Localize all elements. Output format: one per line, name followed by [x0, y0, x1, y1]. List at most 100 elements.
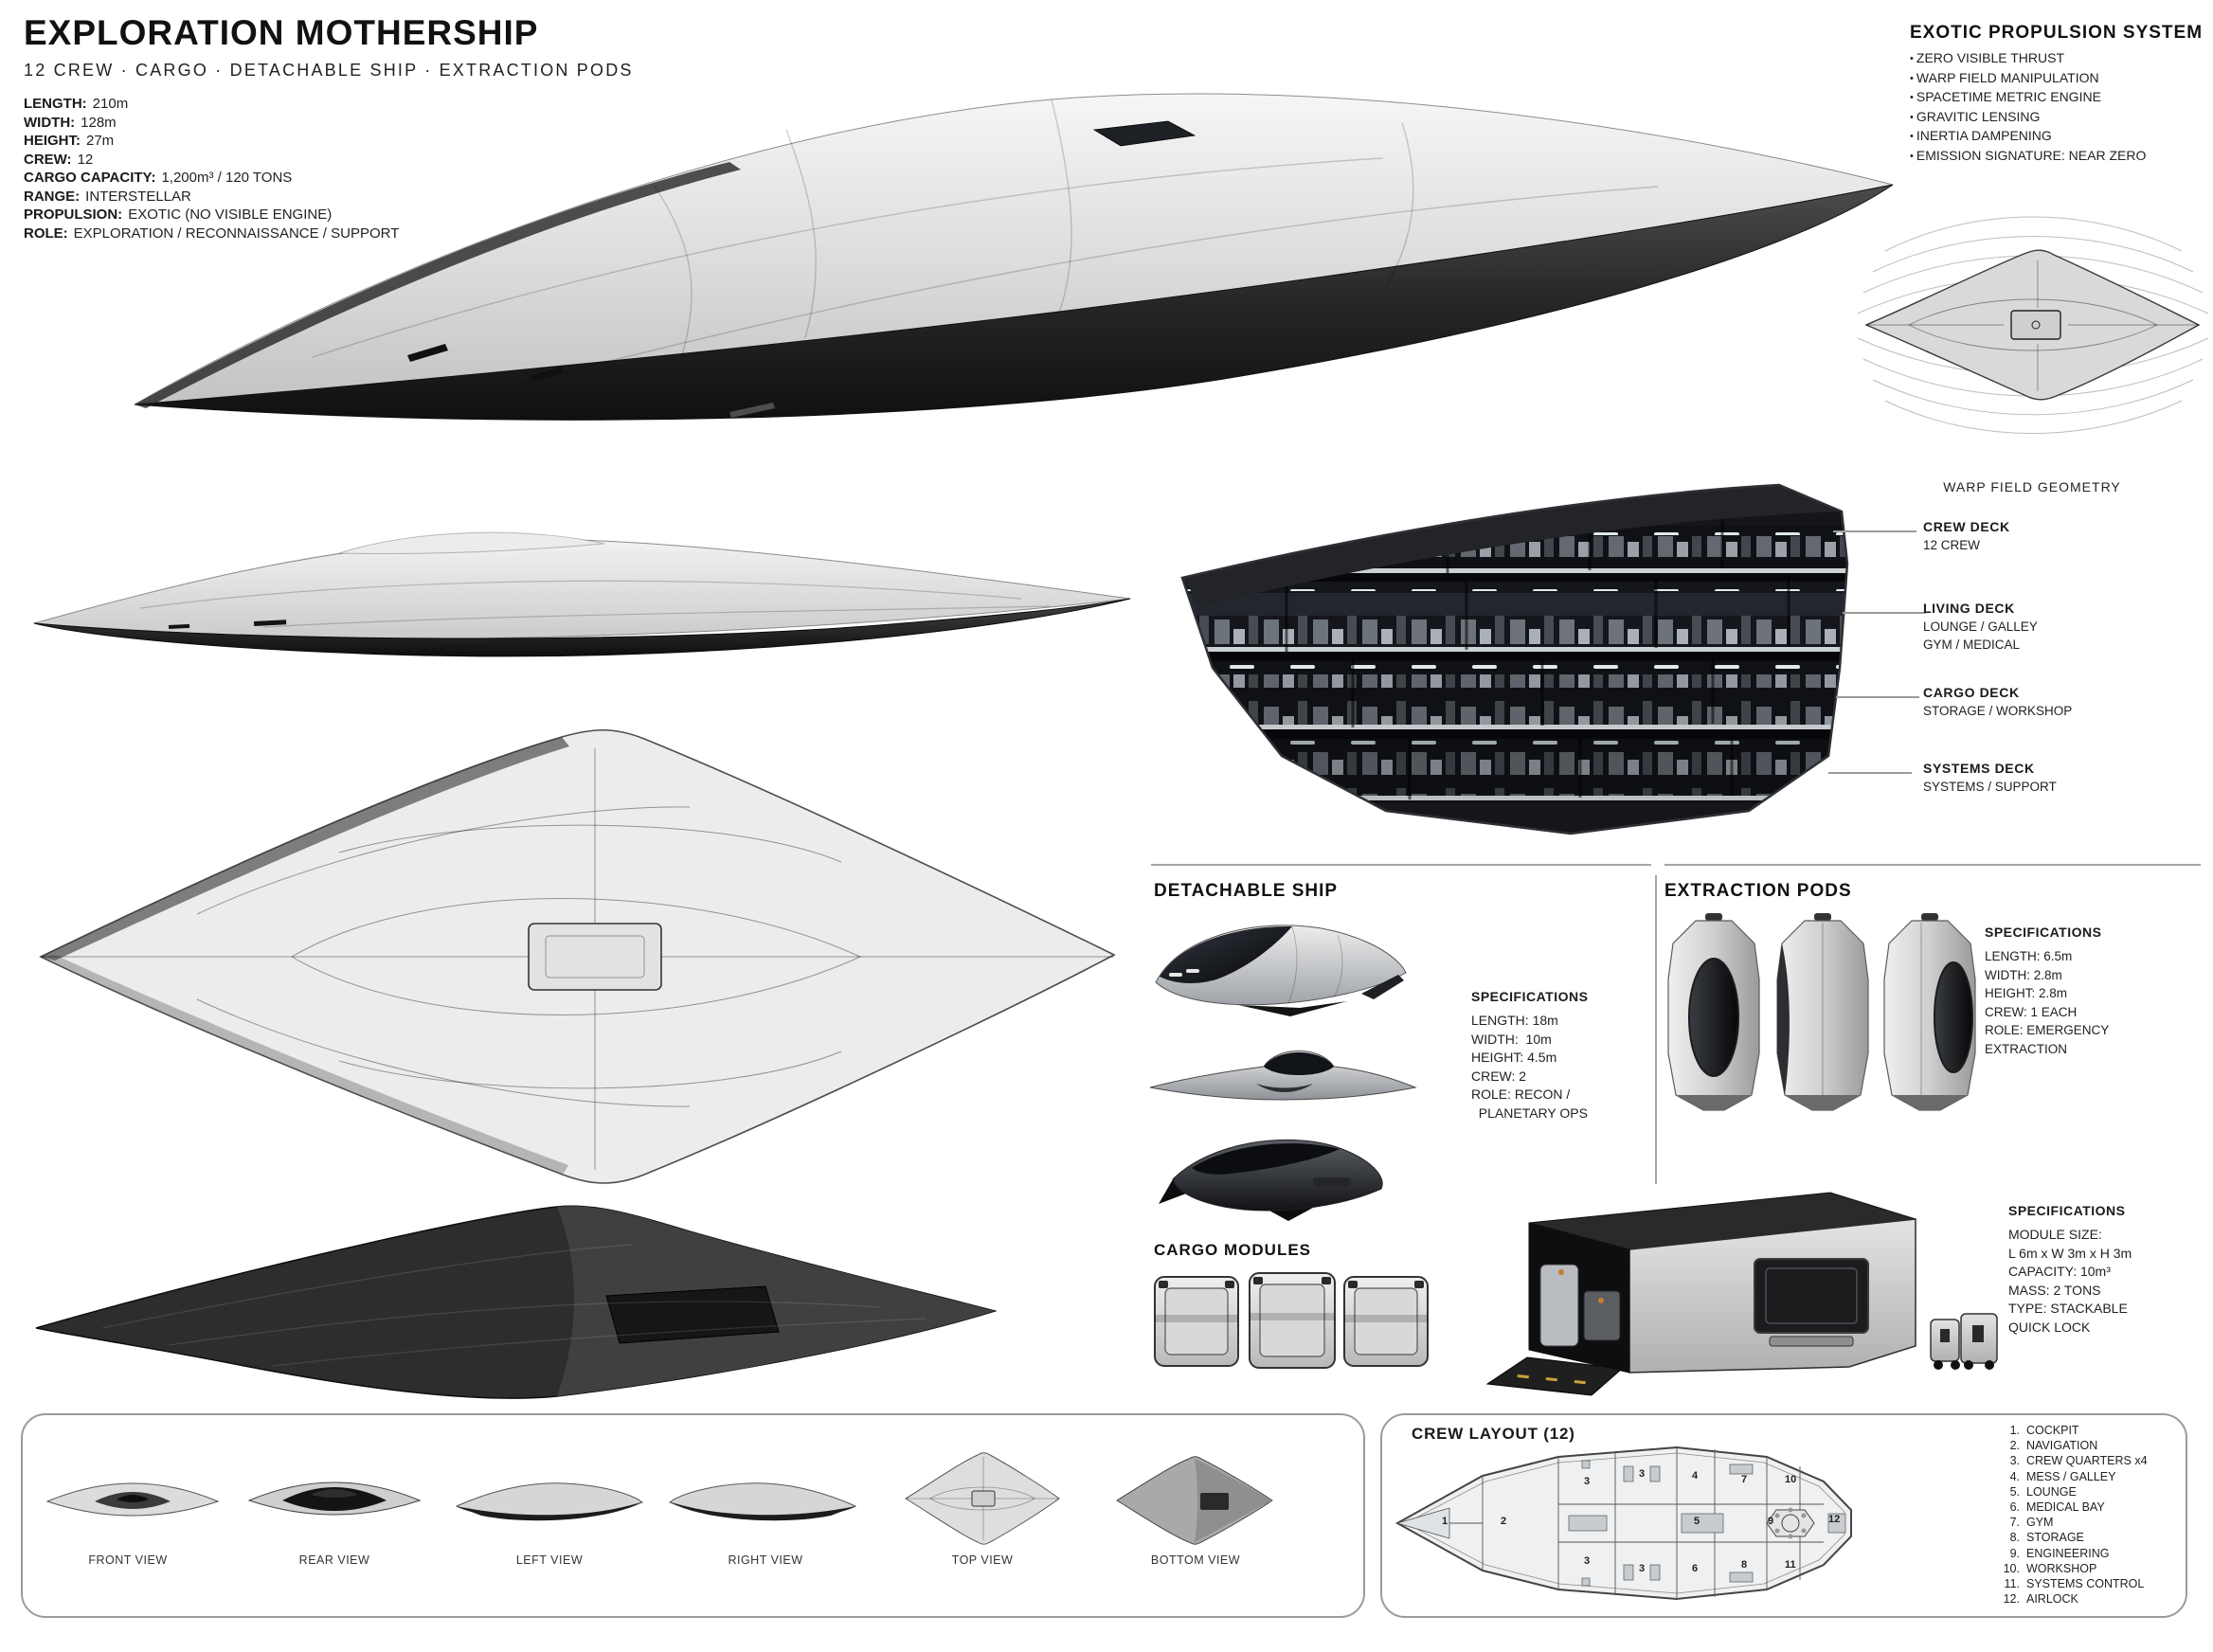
extraction-specs-title: SPECIFICATIONS — [1985, 925, 2102, 940]
crew-item-number: 7. — [2009, 1516, 2020, 1530]
divider-horizontal-right — [1664, 864, 2201, 866]
spec-line: ROLE: EMERGENCY — [1985, 1023, 2110, 1038]
spec-row: RANGE:INTERSTELLAR — [24, 188, 399, 206]
spec-line: CAPACITY: 10m³ — [2008, 1264, 2111, 1279]
leader-line-crew-deck — [1833, 530, 1916, 532]
crew-item-number: 1. — [2009, 1424, 2020, 1437]
bottom-view-label: BOTTOM VIEW — [1150, 1553, 1241, 1567]
spec-line: WIDTH: 10m — [1471, 1031, 1552, 1047]
spec-line: WIDTH: 2.8m — [1985, 967, 2062, 982]
floorplan-room-number: 4 — [1692, 1470, 1699, 1481]
spec-value: 12 — [77, 151, 94, 168]
warp-field-caption: WARP FIELD GEOMETRY — [1943, 479, 2121, 494]
mothership-perspective-illustration — [123, 71, 1904, 455]
floorplan-room-number: 3 — [1584, 1476, 1591, 1487]
crew-item-number: 3. — [2009, 1454, 2020, 1468]
extraction-pods-illustration — [1667, 911, 1985, 1122]
spec-row: HEIGHT: 27m — [24, 132, 399, 151]
spec-line: L 6m x W 3m x H 3m — [2008, 1245, 2132, 1261]
spec-label: RANGE: — [24, 188, 81, 205]
page-title: EXPLORATION MOTHERSHIP — [24, 13, 539, 52]
crew-layout-item: 10. WORKSHOP — [1995, 1561, 2148, 1576]
detachable-ship-rear-quarter-illustration — [1154, 1122, 1395, 1222]
floorplan-room-number: 1 — [1442, 1516, 1448, 1527]
spec-line: LENGTH: 6.5m — [1985, 949, 2073, 963]
crew-item-number: 5. — [2009, 1484, 2020, 1499]
front-view-thumb — [43, 1471, 223, 1530]
left-view-thumb — [453, 1478, 647, 1527]
deck-label-block: CARGO DECK STORAGE / WORKSHOP — [1923, 683, 2207, 720]
right-view-thumb — [665, 1478, 859, 1527]
rear-view-thumb — [244, 1468, 424, 1529]
left-view-label: LEFT VIEW — [515, 1553, 584, 1567]
floorplan-room-number: 9 — [1768, 1516, 1774, 1527]
mothership-side-view-illustration — [27, 512, 1140, 687]
deck-line1: SYSTEMS / SUPPORT — [1923, 780, 2057, 794]
floorplan-room-number: 5 — [1694, 1516, 1700, 1527]
crew-item-number: 8. — [2009, 1531, 2020, 1545]
propulsion-bullet: ZERO VISIBLE THRUST — [1910, 49, 2203, 69]
propulsion-title: EXOTIC PROPULSION SYSTEM — [1910, 23, 2204, 43]
cutaway-section-illustration — [1163, 474, 1852, 838]
crew-item-label: MEDICAL BAY — [2026, 1500, 2105, 1515]
deck-name: CARGO DECK — [1923, 685, 2020, 700]
crew-item-label: ENGINEERING — [2026, 1546, 2110, 1560]
propulsion-section: EXOTIC PROPULSION SYSTEM ZERO VISIBLE TH… — [1910, 23, 2203, 167]
floorplan-room-number: 12 — [1828, 1514, 1841, 1525]
deck-name: CREW DECK — [1923, 519, 2010, 534]
crew-item-number: 10. — [2003, 1561, 2020, 1575]
rear-view-label: REAR VIEW — [298, 1553, 370, 1567]
bottom-view-thumb — [1113, 1451, 1276, 1550]
crew-item-label: COCKPIT — [2026, 1424, 2079, 1437]
crew-item-label: LOUNGE — [2026, 1484, 2077, 1499]
leader-line-living-deck — [1843, 612, 1926, 614]
spec-label: HEIGHT: — [24, 133, 81, 149]
leader-line-cargo-deck — [1836, 696, 1919, 698]
divider-vertical — [1655, 875, 1657, 1184]
crew-item-label: GYM — [2026, 1516, 2054, 1530]
crew-layout-item: 8. STORAGE — [1995, 1530, 2148, 1545]
spec-value: EXPLORATION / RECONNAISSANCE / SUPPORT — [73, 224, 400, 242]
floorplan-room-number: 11 — [1785, 1559, 1796, 1571]
crew-layout-item: 2.NAVIGATION — [1995, 1438, 2148, 1453]
spec-row: WIDTH:128m — [24, 114, 399, 133]
cargo-modules-specs: SPECIFICATIONS MODULE SIZE:L 6m x W 3m x… — [2008, 1203, 2132, 1337]
floorplan-room-number: 3 — [1584, 1555, 1591, 1567]
mothership-top-view-illustration — [27, 720, 1125, 1194]
leader-line-systems-deck — [1828, 772, 1912, 774]
crew-layout-list: 1. COCKPIT 2.NAVIGATION 3. CREW QUARTERS x… — [1995, 1423, 2148, 1607]
floorplan-room-number: 7 — [1741, 1474, 1748, 1485]
spec-value: 27m — [86, 133, 115, 149]
propulsion-bullet: INERTIA DAMPENING — [1910, 127, 2203, 147]
spec-label: ROLE: — [24, 224, 68, 242]
page-subtitle: 12 CREW · CARGO · DETACHABLE SHIP · EXTR… — [24, 61, 634, 80]
spec-value: 210m — [92, 96, 129, 112]
crew-item-number: 11. — [2004, 1577, 2020, 1591]
floorplan-room-number: 6 — [1692, 1563, 1699, 1574]
deck-label-block: SYSTEMS DECK SYSTEMS / SUPPORT — [1923, 759, 2207, 796]
deck-name: LIVING DECK — [1923, 601, 2015, 616]
mothership-bottom-view-illustration — [27, 1186, 1002, 1411]
crew-item-label: STORAGE — [2026, 1531, 2084, 1545]
spec-value: EXOTIC (NO VISIBLE ENGINE) — [128, 206, 333, 223]
spec-line: TYPE: STACKABLE — [2008, 1301, 2128, 1316]
spec-label: CREW: — [24, 151, 72, 168]
crew-item-label: MESS / GALLEY — [2026, 1469, 2116, 1483]
crew-layout-title: CREW LAYOUT (12) — [1412, 1425, 1575, 1443]
propulsion-bullet-list: ZERO VISIBLE THRUST WARP FIELD MANIPULAT… — [1910, 49, 2203, 167]
crew-item-label: CREW QUARTERS x4 — [2026, 1454, 2148, 1468]
spec-label: CARGO CAPACITY: — [24, 170, 156, 186]
spec-row: CREW: 12 — [24, 151, 399, 170]
floorplan-room-number: 3 — [1639, 1563, 1646, 1574]
deck-line2: GYM / MEDICAL — [1923, 637, 2021, 652]
spec-value: 128m — [81, 114, 117, 131]
spec-line: MASS: 2 TONS — [2008, 1282, 2101, 1298]
deck-name: SYSTEMS DECK — [1923, 761, 2035, 776]
crew-item-label: WORKSHOP — [2026, 1561, 2097, 1575]
